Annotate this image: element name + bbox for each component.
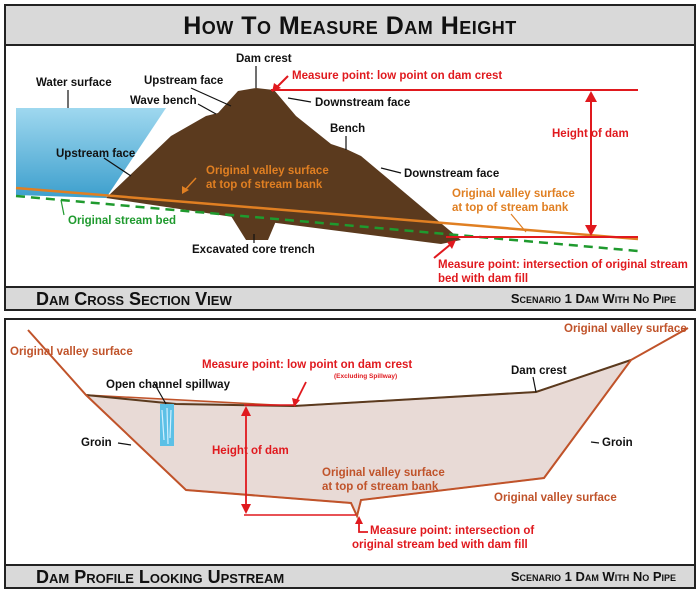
profile-label-valley-mid-b: at top of stream bank — [322, 481, 439, 493]
stream-bed-leader — [60, 199, 65, 216]
profile-label-excluding-spillway: (Excluding Spillway) — [334, 373, 397, 380]
label-upstream-face-top: Upstream face — [144, 75, 223, 87]
valley-surface-line — [15, 186, 639, 241]
profile-label-valley-bottom: Original valley surface — [494, 492, 617, 504]
label-downstream-face-top: Downstream face — [315, 97, 410, 109]
profile-crest-line — [85, 359, 632, 408]
profile-diagram: Original valley surface Original valley … — [10, 323, 689, 551]
profile-label-spillway: Open channel spillway — [106, 379, 231, 391]
profile-footer: Dam Profile Looking Upstream Scenario 1 … — [6, 564, 694, 587]
page-title: How To Measure Dam Height — [183, 12, 517, 40]
profile-footer-title: Dam Profile Looking Upstream — [36, 567, 285, 587]
profile-height-arrow-down — [241, 504, 251, 514]
crest-pointer-head — [272, 83, 281, 92]
profile-label-valley-left: Original valley surface — [10, 346, 133, 358]
cross-section-diagram: Water surface Upstream face Wave bench D… — [15, 53, 688, 285]
profile-toe-pointer-head — [355, 516, 363, 524]
label-upstream-face-left: Upstream face — [56, 148, 135, 160]
label-height-of-dam: Height of dam — [552, 128, 629, 140]
label-bench: Bench — [330, 123, 365, 135]
toe-pointer-head — [447, 240, 456, 249]
height-arrow-down — [585, 225, 597, 236]
label-valley-surface-1b: at top of stream bank — [206, 179, 323, 191]
profile-footer-scenario: Scenario 1 Dam With No Pipe — [510, 569, 676, 584]
profile-label-measure-toe-a: Measure point: intersection of — [370, 525, 534, 537]
profile-label-groin-right: Groin — [602, 437, 633, 449]
toe-pointer — [433, 243, 452, 259]
spillway-water — [160, 404, 174, 446]
label-water-surface: Water surface — [36, 77, 112, 89]
label-measure-toe-a: Measure point: intersection of original … — [438, 259, 688, 271]
profile-valley-outline — [27, 327, 689, 519]
label-valley-surface-1a: Original valley surface — [206, 165, 329, 177]
profile-panel: Original valley surface Original valley … — [4, 318, 696, 589]
height-arrow-up — [585, 91, 597, 102]
profile-label-height-of-dam: Height of dam — [212, 445, 289, 457]
cross-section-footer-scenario: Scenario 1 Dam With No Pipe — [510, 291, 676, 306]
profile-label-valley-mid-a: Original valley surface — [322, 467, 445, 479]
label-core-trench: Excavated core trench — [192, 244, 315, 256]
profile-height-arrow-up — [241, 406, 251, 416]
label-measure-toe-b: bed with dam fill — [438, 273, 528, 285]
cross-section-panel: How To Measure Dam Height — [4, 4, 696, 311]
valley-leader-1-head — [182, 186, 189, 194]
title-bar: How To Measure Dam Height — [6, 6, 694, 46]
profile-crest-pointer — [295, 381, 307, 403]
dam-body — [106, 88, 461, 244]
profile-leader-lines — [117, 376, 600, 446]
label-valley-surface-2b: at top of stream bank — [452, 202, 569, 214]
profile-label-dam-crest: Dam crest — [511, 365, 567, 377]
leader-lines — [67, 66, 402, 243]
label-stream-bed: Original stream bed — [68, 215, 176, 227]
label-wave-bench: Wave bench — [130, 95, 197, 107]
profile-crest-pointer-head — [292, 398, 300, 407]
label-valley-surface-2a: Original valley surface — [452, 188, 575, 200]
water-body — [16, 108, 166, 198]
label-downstream-face-right: Downstream face — [404, 168, 499, 180]
profile-label-valley-right: Original valley surface — [564, 323, 687, 335]
label-dam-crest: Dam crest — [236, 53, 292, 65]
profile-label-measure-toe-b: original stream bed with dam fill — [352, 539, 528, 551]
label-measure-crest: Measure point: low point on dam crest — [292, 70, 502, 82]
profile-label-groin-left: Groin — [81, 437, 112, 449]
cross-section-footer: Dam Cross Section View Scenario 1 Dam Wi… — [6, 286, 694, 309]
profile-label-measure-crest: Measure point: low point on dam crest — [202, 359, 412, 371]
cross-section-footer-title: Dam Cross Section View — [36, 289, 232, 309]
core-trench — [231, 216, 276, 240]
valley-leader-2 — [510, 213, 527, 233]
